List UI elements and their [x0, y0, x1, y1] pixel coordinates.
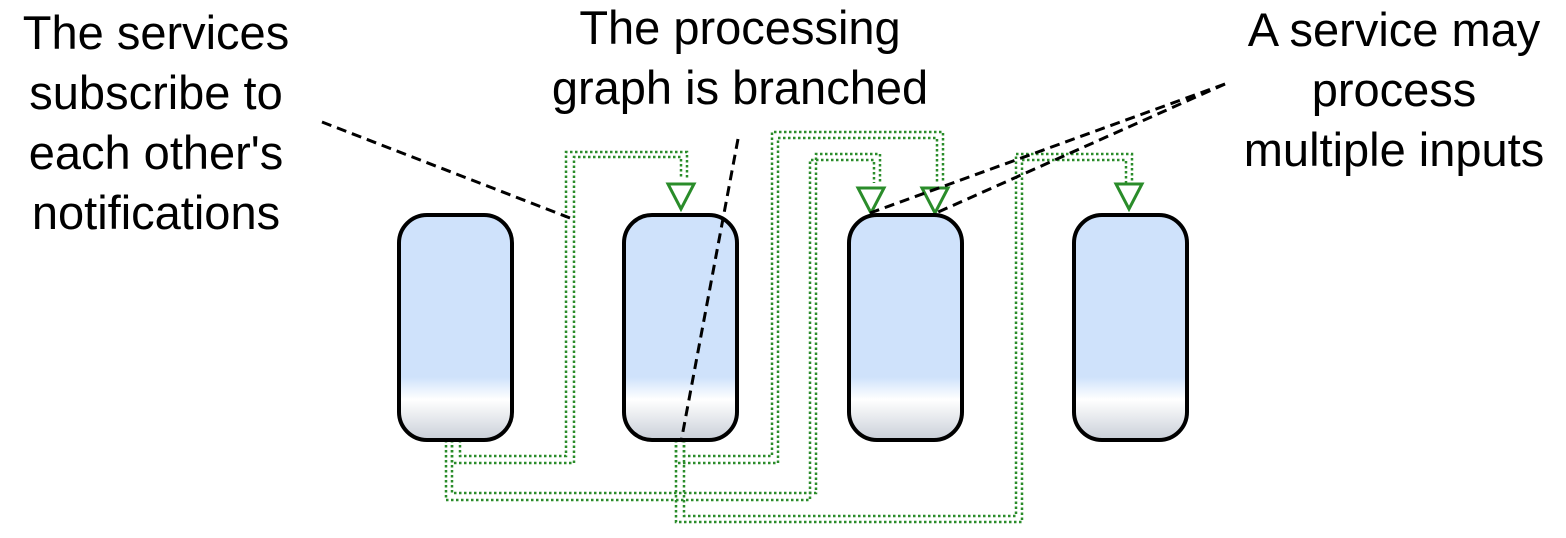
service-box-1: [397, 213, 514, 442]
callout-multiple-inputs-a: [869, 82, 1226, 215]
annotation-subscribe: The services subscribe to each other's n…: [0, 3, 312, 243]
annotation-branched: The processing graph is branched: [520, 0, 960, 118]
callout-multiple-inputs-b: [935, 82, 1226, 215]
connections: [444, 130, 1134, 524]
connection-s2-to-s4: [674, 152, 1134, 524]
arrowhead-s3-left-icon: [855, 186, 887, 217]
arrowhead-s2-icon: [665, 182, 697, 213]
annotation-subscribe-line-1: The services: [22, 6, 290, 59]
connection-s2-to-s3: [674, 130, 945, 465]
annotation-branched-line-2: graph is branched: [551, 61, 929, 114]
callout-branched: [679, 138, 740, 443]
annotation-branched-line-1: The processing: [579, 1, 901, 54]
connection-s1-to-s2: [450, 150, 689, 465]
service-box-4: [1072, 213, 1189, 442]
arrowhead-s4-icon: [1113, 182, 1145, 213]
callouts: [321, 82, 1226, 443]
services: [397, 213, 1189, 442]
service-box-3: [847, 213, 964, 442]
arrowheads: [665, 182, 1145, 217]
connection-s1-to-s3: [444, 152, 882, 502]
callout-subscribe: [321, 120, 571, 220]
annotation-multiple-inputs-line-1: A service may: [1247, 3, 1541, 56]
annotation-multiple-inputs-line-3: multiple inputs: [1243, 123, 1545, 176]
annotation-subscribe-line-2: subscribe to: [29, 66, 283, 119]
annotation-multiple-inputs-line-2: process: [1311, 63, 1477, 116]
annotation-subscribe-line-3: each other's: [28, 126, 284, 179]
annotation-multiple-inputs: A service may process multiple inputs: [1222, 0, 1566, 180]
annotation-subscribe-line-4: notifications: [31, 186, 281, 239]
service-box-2: [622, 213, 739, 442]
